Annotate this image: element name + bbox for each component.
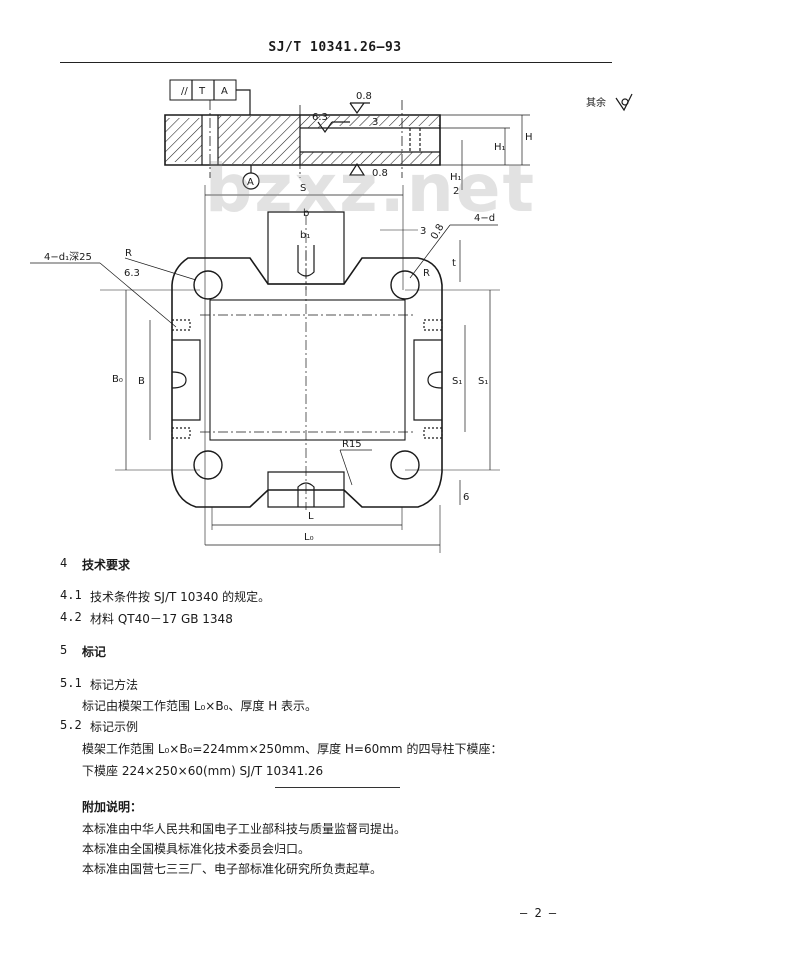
tolerance-value: T <box>198 86 206 97</box>
section-4-num: 4 <box>60 556 68 570</box>
section-4-2-num: 4.2 <box>60 610 82 624</box>
standard-code: SJ/T 10341.26—93 <box>268 40 402 55</box>
appendix-line: 本标准由全国模具标准化技术委员会归口。 <box>82 842 311 856</box>
dim-S1-inner: S₁ <box>452 376 462 387</box>
section-5-2-title: 标记示例 <box>90 720 139 734</box>
dim-H1-half-num: H₁ <box>450 172 462 183</box>
watermark: bzxz.net <box>205 150 537 227</box>
dim-H1: H₁ <box>494 142 506 153</box>
dim-six: 6 <box>463 492 469 503</box>
section-5-1-text: 标记由模架工作范围 L₀×B₀、厚度 H 表示。 <box>82 699 318 713</box>
plan-view <box>30 185 500 553</box>
dim-three-top: 3 <box>372 117 378 128</box>
dim-L0: L₀ <box>304 532 314 543</box>
page-number: — 2 — <box>520 906 557 920</box>
section-4-title: 技术要求 <box>82 558 131 572</box>
roughness-hole: 6.3 <box>124 268 140 279</box>
rest-label: 其余 <box>586 96 606 109</box>
dim-R15: R15 <box>342 439 362 450</box>
appendix-line: 本标准由中华人民共和国电子工业部科技与质量监督司提出。 <box>82 822 407 836</box>
appendix-title: 附加说明： <box>82 800 143 814</box>
section-5-2-text1: 模架工作范围 L₀×B₀=224mm×250mm、厚度 H=60mm 的四导柱下… <box>82 742 503 756</box>
section-view <box>164 79 633 190</box>
section-5-num: 5 <box>60 643 68 657</box>
roughness-top: 0.8 <box>356 91 372 102</box>
header-rule <box>60 62 612 63</box>
section-5-1-title: 标记方法 <box>90 678 139 692</box>
dim-H: H <box>525 132 533 143</box>
dim-four-d1: 4−d₁深25 <box>44 251 92 263</box>
section-4-1-text: 技术条件按 SJ/T 10340 的规定。 <box>90 590 271 604</box>
dim-B: B <box>138 376 145 387</box>
dim-B0: B₀ <box>112 374 123 385</box>
section-5-2-text2: 下模座 224×250×60(mm) SJ/T 10341.26 <box>82 764 324 778</box>
dim-four-d: 4−d <box>474 213 495 224</box>
dim-three-side: 3 <box>420 226 426 237</box>
section-4-2-text: 材料 QT40－17 GB 1348 <box>90 612 233 626</box>
roughness-bottom: 0.8 <box>372 168 388 179</box>
content-end-rule <box>275 787 400 788</box>
datum-label: A <box>247 177 254 188</box>
technical-drawing: // T A 0.8 6.3 0.8 A 其余 H H₁ H₁ 2 3 S b … <box>30 79 633 553</box>
dim-L: L <box>308 511 314 522</box>
dim-t: t <box>452 258 456 269</box>
section-5-2-num: 5.2 <box>60 718 82 732</box>
dim-b: b <box>303 208 309 219</box>
dim-R-right: R <box>423 268 430 279</box>
section-4-1-num: 4.1 <box>60 588 82 602</box>
section-5-title: 标记 <box>82 645 107 659</box>
dim-S: S <box>300 183 306 194</box>
roughness-mid: 6.3 <box>312 112 328 123</box>
tolerance-symbol: // <box>181 86 188 97</box>
dim-R-left: R <box>125 248 132 259</box>
appendix-line: 本标准由国营七三三厂、电子部标准化研究所负责起草。 <box>82 862 383 876</box>
tolerance-datum: A <box>221 86 228 97</box>
dim-S1-outer: S₁ <box>478 376 488 387</box>
dim-b1: b₁ <box>300 230 310 241</box>
section-5-1-num: 5.1 <box>60 676 82 690</box>
dim-H1-half-den: 2 <box>453 186 459 197</box>
